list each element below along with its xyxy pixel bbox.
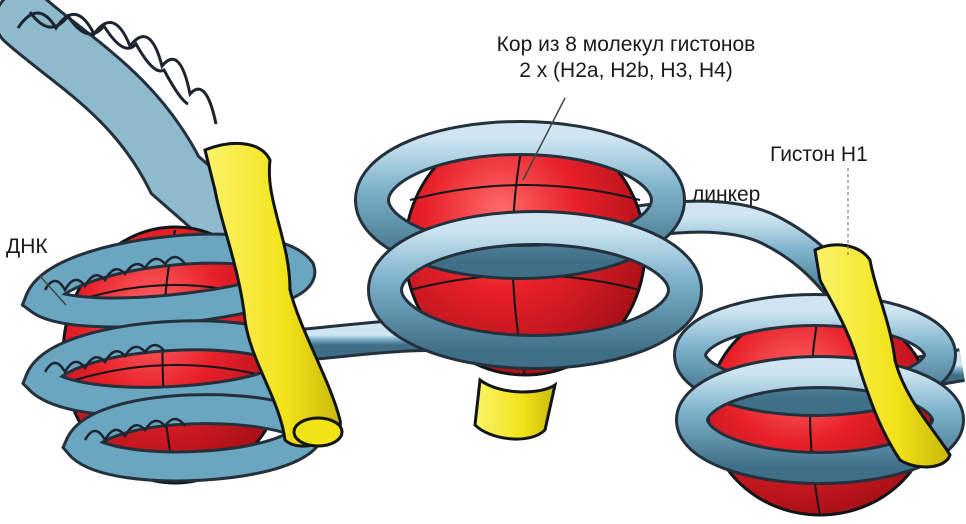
- label-linker: линкер: [692, 182, 760, 208]
- label-histone-core-line1: Кор из 8 молекул гистонов: [446, 32, 806, 58]
- label-histone-core: Кор из 8 молекул гистонов 2 x (H2a, H2b,…: [446, 32, 806, 84]
- label-dna: ДНК: [6, 234, 48, 260]
- chromatin-fiber-top: [18, 12, 216, 210]
- label-histone-core-line2: 2 x (H2a, H2b, H3, H4): [446, 58, 806, 84]
- nucleosome-center: [372, 125, 685, 439]
- label-histone-h1: Гистон H1: [770, 142, 868, 168]
